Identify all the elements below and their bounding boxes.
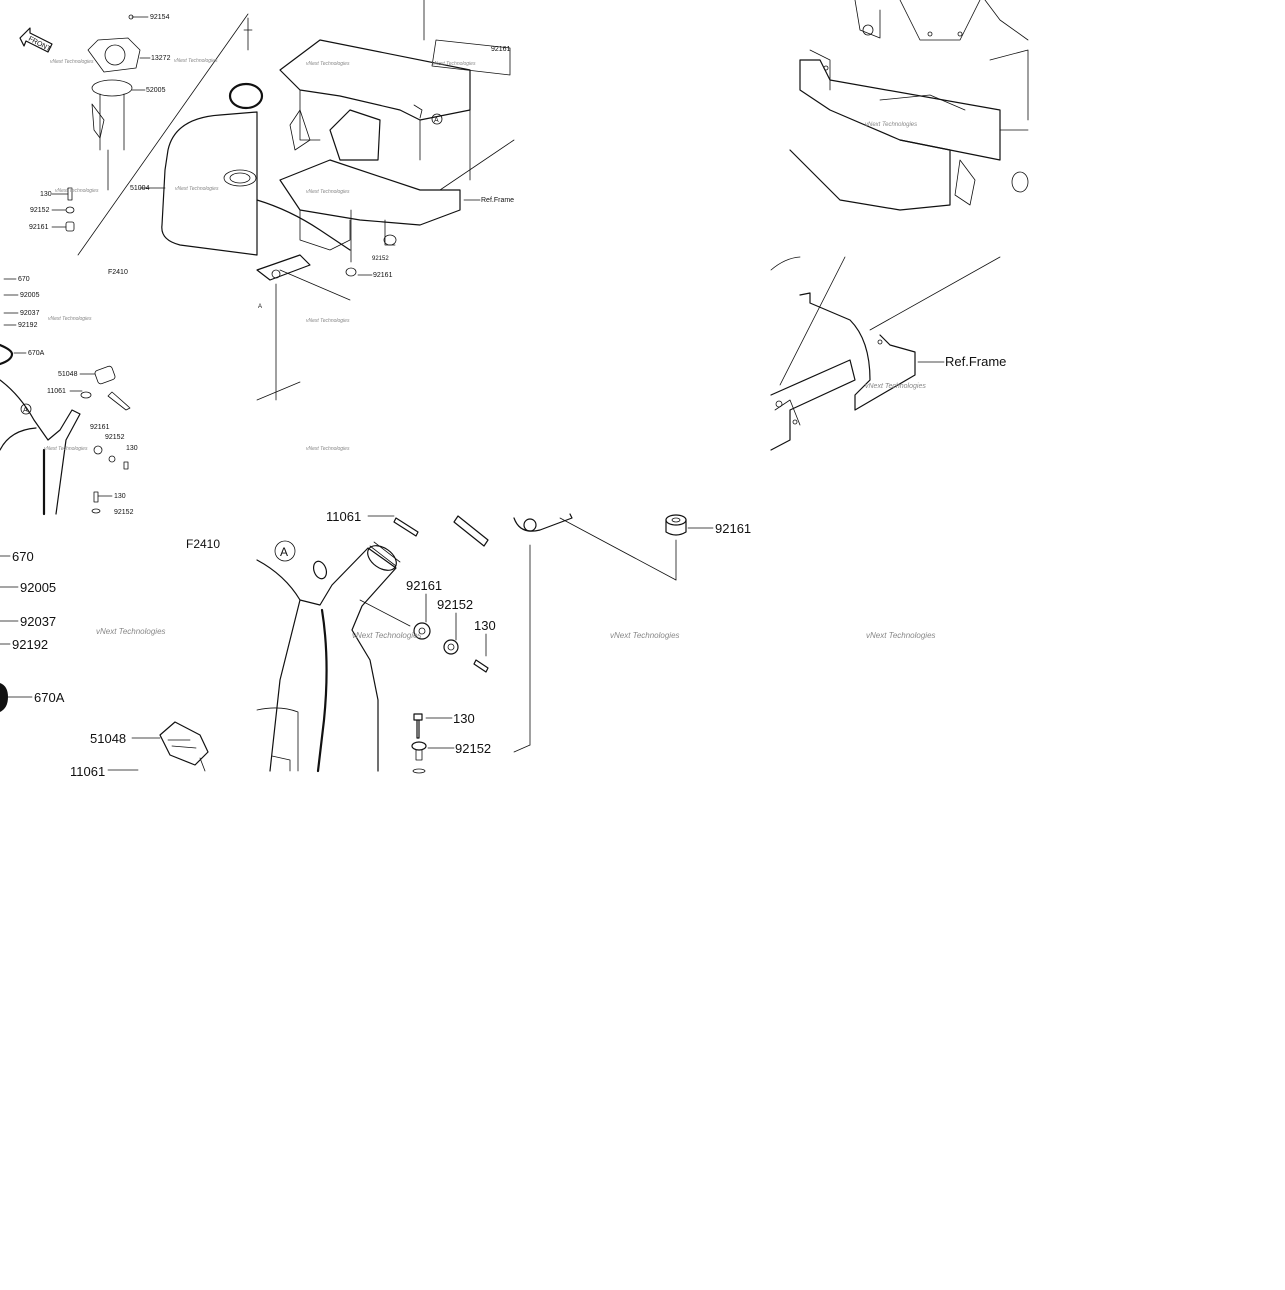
part-label: 92037 — [20, 614, 56, 629]
part-label: 92192 — [12, 637, 48, 652]
watermark: vNext Technologies — [865, 383, 926, 390]
grommet-icon — [665, 514, 687, 536]
part-label: 92152 — [372, 256, 389, 262]
part-label: 11061 — [47, 388, 66, 395]
watermark: vNext Technologies — [175, 186, 219, 192]
front-arrow-icon: FRONT — [19, 27, 53, 53]
watermark: vNext Technologies — [306, 446, 350, 452]
watermark: vNext Technologies — [610, 631, 680, 640]
watermark: vNext Technologies — [96, 627, 166, 636]
ref-a-label: A — [434, 117, 439, 124]
code-label: F2410 — [108, 269, 128, 276]
fuel-cap-icon — [159, 721, 209, 772]
watermark: vNext Technologies — [174, 58, 218, 64]
tile-frame-right-top: vNext Technologies — [789, 0, 1029, 211]
part-label: 92152 — [114, 509, 134, 516]
tile-blank: vNext Technologies — [866, 631, 936, 640]
part-label: 670 — [18, 276, 30, 283]
part-label: 92152 — [30, 207, 50, 214]
tile-frame-top: 92161 A Ref.Frame 92152 92161 A vNext Te… — [256, 0, 515, 452]
part-label: 670A — [28, 350, 45, 357]
part-label: 92152 — [105, 434, 125, 441]
part-label: 130 — [40, 191, 52, 198]
watermark: vNext Technologies — [306, 189, 350, 195]
part-label: 11061 — [326, 509, 361, 524]
tile-zoom-right: 92161 vNext Technologies — [513, 513, 751, 753]
watermark: vNext Technologies — [55, 188, 99, 194]
watermark: vNext Technologies — [865, 122, 917, 128]
watermark: vNext Technologies — [432, 61, 476, 67]
watermark: vNext Technologies — [352, 631, 422, 640]
ref-frame-label: Ref.Frame — [945, 354, 1006, 369]
part-label: 51004 — [130, 185, 150, 192]
watermark: vNext Technologies — [866, 631, 936, 640]
part-label: 130 — [474, 618, 496, 633]
part-label: 51048 — [58, 371, 78, 378]
watermark: vNext Technologies — [50, 59, 94, 65]
part-label: 92161 — [90, 424, 110, 431]
part-label: 92037 — [20, 310, 40, 317]
tile-frame-right-mid: Ref.Frame vNext Technologies — [770, 256, 1006, 451]
part-label: 92005 — [20, 580, 56, 595]
part-label: 92161 — [29, 224, 49, 231]
part-label: 130 — [126, 445, 138, 452]
watermark: vNext Technologies — [48, 316, 92, 322]
part-label: 13272 — [151, 55, 171, 62]
tile-zoom-mid: 11061 A 92161 92152 130 130 92152 vNe — [256, 509, 496, 774]
part-label: 92161 — [715, 521, 751, 536]
part-label: 51048 — [90, 731, 126, 746]
part-label: 92161 — [406, 578, 442, 593]
watermark: vNext Technologies — [44, 446, 88, 452]
part-label: 92152 — [455, 741, 491, 756]
watermark: vNext Technologies — [306, 61, 350, 67]
watermark: vNext Technologies — [306, 318, 350, 324]
part-label: 130 — [453, 711, 475, 726]
part-label: 92152 — [437, 597, 473, 612]
part-label: 11061 — [70, 764, 105, 779]
part-label: 130 — [114, 493, 126, 500]
code-label: F2410 — [186, 537, 220, 551]
part-label: 92154 — [150, 14, 170, 21]
ref-a-label: A — [23, 407, 28, 414]
ref-a-label: A — [258, 304, 262, 310]
part-label: 92161 — [491, 46, 511, 53]
part-label: 670 — [12, 549, 34, 564]
tile-overview: FRONT 92154 13272 52005 130 92152 92161 — [0, 13, 264, 516]
ref-a-label: A — [280, 545, 288, 559]
tile-zoom-left: F2410 670 92005 92037 92192 670A 51048 1… — [0, 537, 220, 779]
part-label: 92192 — [18, 322, 38, 329]
part-label: 92005 — [20, 292, 40, 299]
ref-frame-label: Ref.Frame — [481, 197, 514, 204]
part-label: 92161 — [373, 272, 393, 279]
part-label: 52005 — [146, 87, 166, 94]
part-label: 670A — [34, 690, 65, 705]
